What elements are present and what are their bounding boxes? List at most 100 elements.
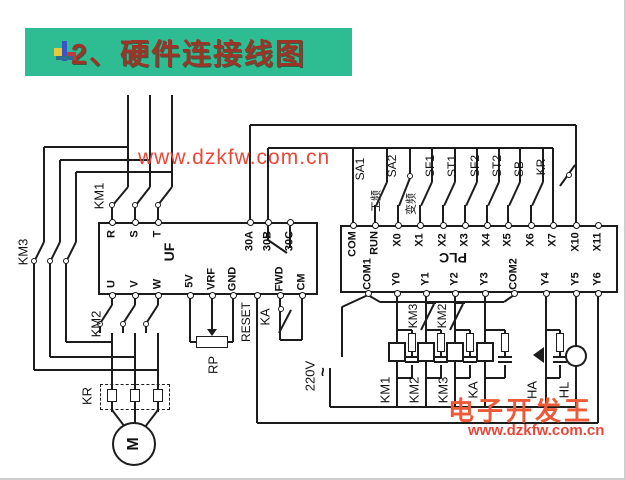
contact-node — [566, 172, 572, 178]
wire — [434, 356, 448, 358]
plc-terminal-X2 — [439, 221, 447, 229]
plc-terminal-label-X5: X5 — [501, 233, 514, 247]
wire — [469, 365, 471, 378]
plc-terminal-label-Y4: Y4 — [539, 272, 552, 286]
ka-coil — [476, 342, 494, 362]
wire — [43, 147, 45, 242]
uf-terminal-label-FWD: FWD — [273, 266, 286, 292]
plc-terminal-label-X11: X11 — [591, 232, 604, 252]
wire — [397, 377, 412, 379]
wire — [498, 361, 512, 363]
st2-label: ST2 — [490, 154, 504, 178]
wire — [559, 330, 561, 334]
uf-terminal-CM — [298, 291, 306, 299]
uf-terminal-U — [108, 291, 116, 299]
plc-terminal-label-X10: X10 — [569, 232, 582, 252]
wire — [134, 205, 136, 222]
plc-terminal-label-X7: X7 — [546, 233, 559, 247]
plc-terminal-label-X1: X1 — [413, 233, 426, 247]
watermark-url-bottom: www.dzkfw.com.cn — [468, 422, 605, 439]
wire — [76, 171, 172, 173]
plc-terminal-Y1 — [422, 289, 430, 297]
contact-node — [31, 258, 37, 264]
plc-terminal-X1 — [416, 221, 424, 229]
plc-terminal-label-Y2: Y2 — [448, 272, 461, 286]
km1-coil-label: KM1 — [377, 376, 393, 404]
wire — [427, 302, 436, 304]
plc-terminal-COM2 — [510, 289, 518, 297]
wire — [157, 295, 159, 305]
wire — [257, 422, 598, 424]
plc-terminal-label-COM: COM — [346, 231, 359, 257]
wire — [59, 160, 61, 242]
wire-segment — [146, 304, 159, 323]
wire — [134, 401, 136, 423]
plc-terminal-X11 — [594, 221, 602, 229]
wire — [267, 226, 269, 240]
wire — [396, 362, 398, 407]
wire-segment — [420, 303, 435, 331]
plc-terminal-X6 — [527, 221, 535, 229]
wire-segment — [487, 181, 500, 207]
plc-terminal-RUN — [371, 221, 379, 229]
plc-terminal-X7 — [549, 221, 557, 229]
uf-terminal-label-S: S — [128, 230, 141, 238]
wire — [268, 147, 553, 149]
snubber-resistor — [466, 333, 474, 352]
uf-terminal-GND — [229, 291, 237, 299]
wire — [476, 148, 478, 182]
wire — [419, 205, 421, 225]
plc-terminal-label-X6: X6 — [524, 233, 537, 247]
uf-terminal-label-CM: CM — [295, 273, 308, 291]
plc-terminal-X10 — [572, 221, 580, 229]
km1-contact-label: KM1 — [91, 182, 107, 210]
wire — [60, 159, 150, 161]
wire — [411, 330, 413, 334]
uf-terminal-T — [154, 218, 162, 226]
contact-node — [143, 321, 149, 327]
wire — [546, 329, 560, 331]
uf-terminal-label-W: W — [151, 278, 164, 290]
wire — [504, 352, 506, 357]
contact-node — [407, 173, 413, 179]
wire-segment — [449, 303, 464, 331]
wire — [330, 406, 576, 408]
contact-node — [132, 202, 138, 208]
contact-node — [97, 321, 103, 327]
wire — [111, 333, 113, 389]
wire — [66, 341, 112, 343]
wire-segment — [420, 181, 433, 207]
plc-terminal-Y0 — [393, 289, 401, 297]
wire — [75, 172, 77, 242]
uf-terminal-R — [108, 218, 116, 226]
wire-segment — [465, 181, 478, 207]
plc-terminal-label-Y5: Y5 — [569, 272, 582, 286]
wire — [50, 356, 135, 358]
sf2-label: SF2 — [468, 154, 482, 178]
wire — [426, 329, 441, 331]
plc-terminal-X0 — [394, 221, 402, 229]
uf-terminal-label-GND: GND — [226, 266, 239, 292]
wire — [99, 325, 101, 333]
lamp-icon — [565, 345, 587, 367]
plc-terminal-Y2 — [451, 289, 459, 297]
wire — [530, 205, 532, 225]
snubber-resistor — [501, 333, 509, 352]
wire — [553, 356, 567, 358]
wire-segment — [531, 181, 544, 207]
contact-node — [47, 258, 53, 264]
slide-bullet-icon — [52, 39, 78, 65]
inverter-name: UF — [161, 242, 177, 262]
wire-segment — [443, 181, 456, 207]
uf-terminal-label-VRF: VRF — [205, 268, 218, 290]
wire — [440, 330, 442, 334]
uf-terminal-V — [131, 291, 139, 299]
plc-terminal-COM1 — [364, 289, 372, 297]
wire — [426, 377, 441, 379]
uf-terminal-RESET — [253, 291, 261, 299]
reset-label: RESET — [239, 301, 253, 343]
page-title: 2、硬件连接线图 — [70, 39, 307, 71]
ka-contact-label: KA — [257, 308, 273, 326]
wire — [111, 205, 113, 222]
wire — [189, 295, 191, 342]
